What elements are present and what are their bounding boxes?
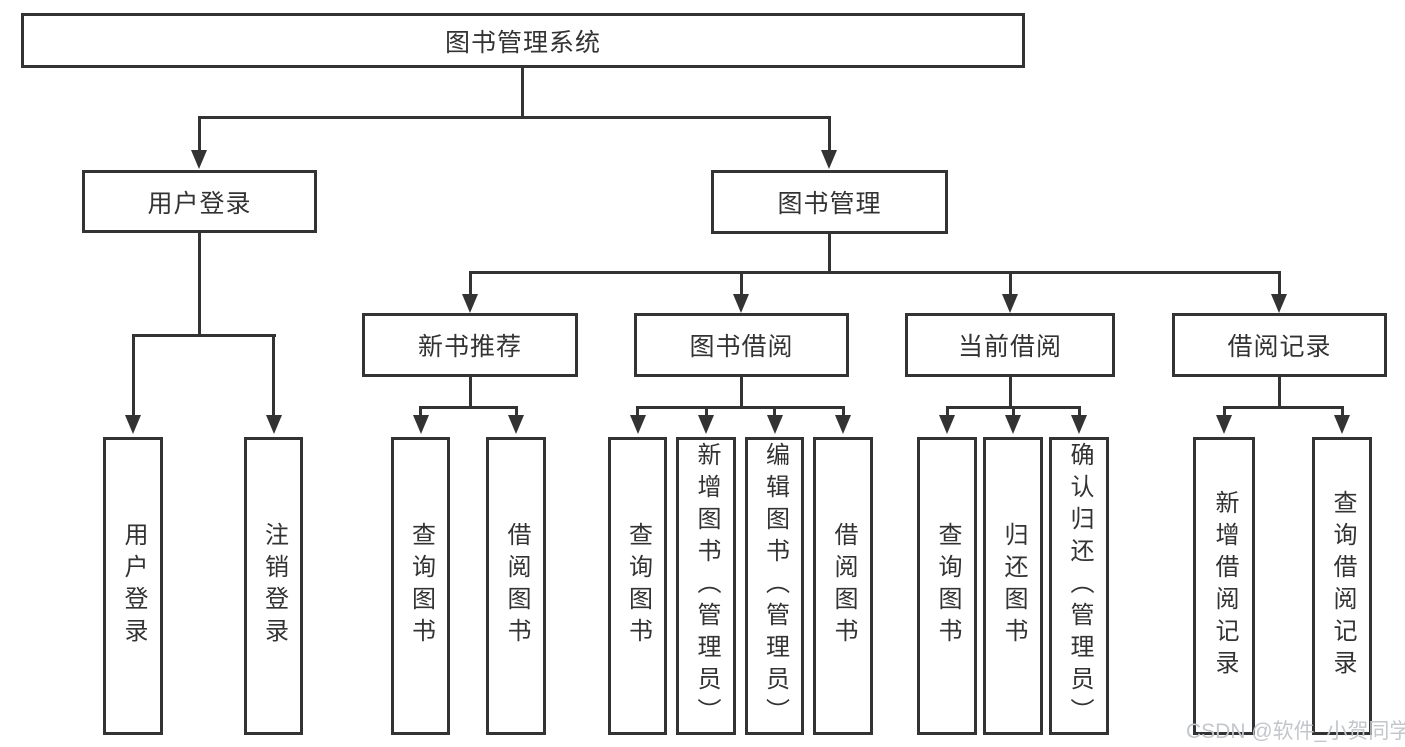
node-new-book-recommendation: 新书推荐 <box>362 313 578 377</box>
node-library-management-system: 图书管理系统 <box>21 13 1025 68</box>
leaf-query-books-recommend: 查询图书 <box>391 437 450 735</box>
connector-newrec-stem <box>468 377 472 407</box>
connector-mgmt-distributor <box>468 270 1281 274</box>
connector-root-stem <box>520 68 524 118</box>
node-user-login-module: 用户登录 <box>82 170 317 233</box>
arrowhead-icon <box>1002 294 1018 313</box>
connector-drop <box>1077 405 1081 418</box>
node-borrowing-records: 借阅记录 <box>1172 313 1387 377</box>
connector-drop-borrowrec <box>1277 270 1281 295</box>
leaf-borrow-books-borrowing: 借阅图书 <box>813 437 873 735</box>
arrowhead-icon <box>1271 294 1287 313</box>
connector-drop-curborrow <box>1008 270 1012 295</box>
connector-drop <box>1340 405 1344 418</box>
leaf-query-borrow-record: 查询借阅记录 <box>1312 437 1372 735</box>
arrowhead-icon <box>698 415 714 434</box>
leaf-query-books-borrowing: 查询图书 <box>608 437 667 735</box>
arrowhead-icon <box>733 294 749 313</box>
connector-drop-bookborrow <box>739 270 743 295</box>
connector-bookborrow-stem <box>739 377 743 407</box>
connector-borrowrec-stem <box>1277 377 1281 407</box>
connector-drop <box>636 405 639 418</box>
connector-drop <box>945 405 949 418</box>
arrowhead-icon <box>1334 415 1350 434</box>
connector-drop <box>841 405 845 418</box>
connector-drop <box>704 405 708 418</box>
arrowhead-icon <box>821 150 837 169</box>
connector-borrowrec-distributor <box>1222 405 1344 409</box>
arrowhead-icon <box>766 415 783 434</box>
leaf-user-login: 用户登录 <box>103 437 163 735</box>
leaf-edit-books-admin: 编辑图书（管理员） <box>745 437 804 735</box>
connector-drop-user-login <box>131 333 135 416</box>
arrowhead-icon <box>1005 415 1021 434</box>
connector-login-distributor <box>131 333 276 337</box>
connector-drop <box>1222 405 1226 418</box>
leaf-borrow-books-recommend: 借阅图书 <box>486 437 546 735</box>
node-current-borrowing: 当前借阅 <box>905 313 1115 377</box>
connector-bookborrow-distributor <box>636 405 845 409</box>
arrowhead-icon <box>191 150 207 169</box>
leaf-logout: 注销登录 <box>244 437 303 735</box>
connector-drop <box>419 405 422 418</box>
csdn-watermark: CSDN @软件_小贺同学 <box>1186 720 1405 743</box>
arrowhead-icon <box>265 415 282 434</box>
arrowhead-icon <box>508 415 524 434</box>
arrowhead-icon <box>412 415 429 434</box>
leaf-return-books: 归还图书 <box>983 437 1043 735</box>
leaf-add-borrow-record: 新增借阅记录 <box>1193 437 1255 735</box>
connector-drop <box>514 405 518 418</box>
leaf-query-books-current: 查询图书 <box>917 437 977 735</box>
connector-curborrow-stem <box>1008 377 1012 407</box>
leaf-add-books-admin: 新增图书（管理员） <box>676 437 736 735</box>
connector-root-distributor <box>197 115 831 119</box>
arrowhead-icon <box>939 415 955 434</box>
connector-drop <box>773 405 776 418</box>
leaf-confirm-return-admin: 确认归还（管理员） <box>1049 437 1109 735</box>
arrowhead-icon <box>125 415 141 434</box>
connector-mgmt-stem <box>827 234 831 273</box>
connector-drop-newrec <box>468 270 472 295</box>
connector-drop-login <box>197 115 201 151</box>
node-book-management-module: 图书管理 <box>711 170 948 234</box>
connector-login-stem <box>197 233 201 336</box>
arrowhead-icon <box>1216 415 1232 434</box>
node-book-borrowing: 图书借阅 <box>634 313 849 377</box>
arrowhead-icon <box>835 415 851 434</box>
connector-drop-logout <box>272 333 275 416</box>
arrowhead-icon <box>629 415 646 434</box>
connector-drop-mgmt <box>827 115 831 151</box>
connector-drop <box>1011 405 1015 418</box>
connector-newrec-distributor <box>419 405 518 409</box>
arrowhead-icon <box>1071 415 1087 434</box>
arrowhead-icon <box>462 294 478 313</box>
